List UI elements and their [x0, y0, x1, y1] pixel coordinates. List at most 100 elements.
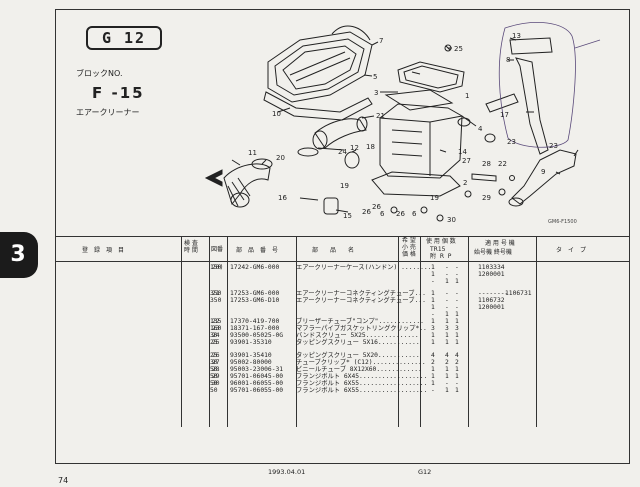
cell-from: 1200001	[478, 304, 505, 311]
cell-part-no: 17253-GM6-000	[230, 290, 280, 297]
cell-q2: -	[445, 304, 449, 311]
cell-ref: 22	[212, 318, 220, 325]
cell-from: 1200001	[478, 271, 505, 278]
cell-name: マフラーパイプガスケットリングクリップ*..	[296, 325, 427, 332]
group-code-badge: G 12	[86, 26, 162, 50]
callout-label: 3	[374, 89, 378, 97]
callout-label: 6	[412, 210, 417, 218]
col-header-inspection: 検 査 時 間	[184, 240, 198, 254]
cell-q2: -	[445, 290, 449, 297]
cell-q3: 1	[455, 332, 459, 339]
callout-label: 26	[396, 210, 405, 218]
cell-q2: 1	[445, 339, 449, 346]
cell-q1: 4	[431, 352, 435, 359]
cell-from: 1103334	[478, 264, 505, 271]
cell-q1: 1	[431, 264, 435, 271]
cell-q2: 1	[445, 278, 449, 285]
cell-q3: -	[455, 297, 459, 304]
cell-q3: 1	[455, 373, 459, 380]
cell-q1: 1	[431, 366, 435, 373]
callout-label: 15	[343, 212, 352, 220]
callout-label: 28	[482, 160, 491, 168]
callout-label: 23	[507, 138, 516, 146]
callout-label: 23	[549, 142, 558, 150]
callout-label: 12	[350, 144, 359, 152]
cell-q2: -	[445, 271, 449, 278]
cell-ref: 28	[212, 366, 220, 373]
column-divider	[398, 237, 399, 427]
callout-label: 27	[462, 157, 471, 165]
cell-q1: 1	[431, 304, 435, 311]
cell-q1: -	[431, 278, 435, 285]
column-divider	[181, 237, 182, 427]
cell-name: ビニールチューブ 8X12X60............	[296, 366, 422, 373]
cell-q2: 1	[445, 366, 449, 373]
cell-q3: 3	[455, 325, 459, 332]
cell-q1: 1	[431, 332, 435, 339]
cell-q3: -	[455, 271, 459, 278]
callout-label: 16	[278, 194, 287, 202]
callout-label: 21	[376, 112, 385, 120]
cell-part-no: 17253-GM6-D10	[230, 297, 280, 304]
cell-q3: -	[455, 290, 459, 297]
cell-from: 1106732	[478, 297, 505, 304]
cell-q3: 1	[455, 318, 459, 325]
callout-label: 29	[482, 194, 491, 202]
air-cleaner-illustration: 7 25 5 3 10 21 1 4 13 8 17 23 23 9 11 20…	[204, 22, 601, 224]
section-number: 3	[10, 242, 26, 267]
cell-q1: 1	[431, 339, 435, 346]
col-header-applicable-sub: 始号機 終号機	[474, 249, 512, 256]
column-divider	[536, 237, 537, 427]
cell-from: --------	[478, 290, 509, 297]
cell-part-no: 95701-06045-00	[230, 373, 284, 380]
cell-q3: 4	[455, 352, 459, 359]
callout-label: 26	[372, 203, 381, 211]
cell-q1: 1	[431, 297, 435, 304]
cell-q3: 1	[455, 387, 459, 394]
callout-label: 13	[512, 32, 521, 40]
callout-label: 26	[362, 208, 371, 216]
block-number: F -15	[92, 84, 145, 102]
cell-name: エアークリーナーケース(ハンドン) ........	[296, 264, 432, 271]
cell-q2: -	[445, 380, 449, 387]
column-divider	[209, 237, 210, 427]
callout-label: 10	[272, 110, 281, 118]
col-header-type: タ イ プ	[556, 247, 587, 254]
callout-label: 7	[379, 37, 383, 45]
header-rule	[55, 261, 630, 262]
cell-q2: 1	[445, 311, 449, 318]
cell-ref: 23	[212, 325, 220, 332]
callout-label: 6	[380, 210, 385, 218]
cell-part-no: 93901-35310	[230, 339, 272, 346]
cell-q3: 2	[455, 359, 459, 366]
cell-q3: 1	[455, 311, 459, 318]
callout-label: 24	[338, 148, 347, 156]
column-divider	[296, 237, 297, 427]
cell-name: タッピングスクリュー 5X16...........	[296, 339, 420, 346]
footer-date: 1993.04.01	[268, 468, 306, 476]
cell-ref: 24	[212, 332, 220, 339]
cell-ref: 27	[212, 359, 220, 366]
cell-part-no: 96001-06055-00	[230, 380, 284, 387]
callout-label: 25	[454, 45, 463, 53]
cell-q1: -	[431, 311, 435, 318]
block-label: ブロックNO.	[76, 69, 123, 78]
cell-part-no: 95002-80000	[230, 359, 272, 366]
cell-q2: 3	[445, 325, 449, 332]
cell-to: 1106731	[505, 290, 532, 297]
cell-q1: -	[431, 387, 435, 394]
col-header-registration: 登 録 項 目	[82, 247, 125, 254]
cell-q2: 1	[445, 387, 449, 394]
callout-label: 19	[430, 194, 439, 202]
callout-label: 5	[373, 73, 377, 81]
cell-q3: -	[455, 304, 459, 311]
cell-name: チューブクリップ* (C12)..............	[296, 359, 426, 366]
callout-label: 17	[500, 111, 509, 119]
cell-q2: 1	[445, 332, 449, 339]
cell-q2: 2	[445, 359, 449, 366]
col-header-quantity-sub: TR15 附 R P	[430, 246, 452, 260]
cell-name: フランジボルト 6X55..................	[296, 387, 428, 394]
callout-label: 9	[541, 168, 545, 176]
cell-q2: -	[445, 297, 449, 304]
